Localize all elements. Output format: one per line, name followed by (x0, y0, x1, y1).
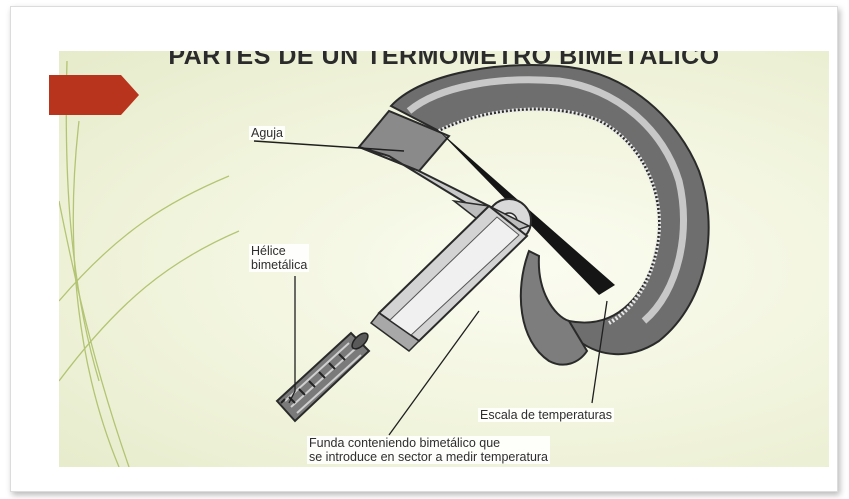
slide-frame: PARTES DE UN TERMÓMETRO BIMETÁLICO Aguja… (10, 6, 838, 492)
label-funda: Funda conteniendo bimetálico que se intr… (307, 436, 550, 464)
label-funda-line2: se introduce en sector a medir temperatu… (307, 450, 550, 464)
sheath-stem (371, 206, 527, 351)
bimetallic-helix (277, 330, 371, 421)
decorative-stems (59, 61, 239, 467)
slide: PARTES DE UN TERMÓMETRO BIMETÁLICO Aguja… (59, 51, 829, 467)
label-escala-temperaturas: Escala de temperaturas (478, 408, 614, 422)
label-helice-line1: Hélice (249, 244, 309, 258)
accent-arrow-icon (49, 75, 139, 115)
slide-title: PARTES DE UN TERMÓMETRO BIMETÁLICO (59, 51, 829, 71)
label-helice-bimetalica: Hélice bimetálica (249, 244, 309, 272)
thermometer-diagram (59, 51, 829, 467)
label-helice-line2: bimetálica (249, 258, 309, 272)
label-funda-line1: Funda conteniendo bimetálico que (307, 436, 550, 450)
label-aguja: Aguja (249, 126, 285, 140)
